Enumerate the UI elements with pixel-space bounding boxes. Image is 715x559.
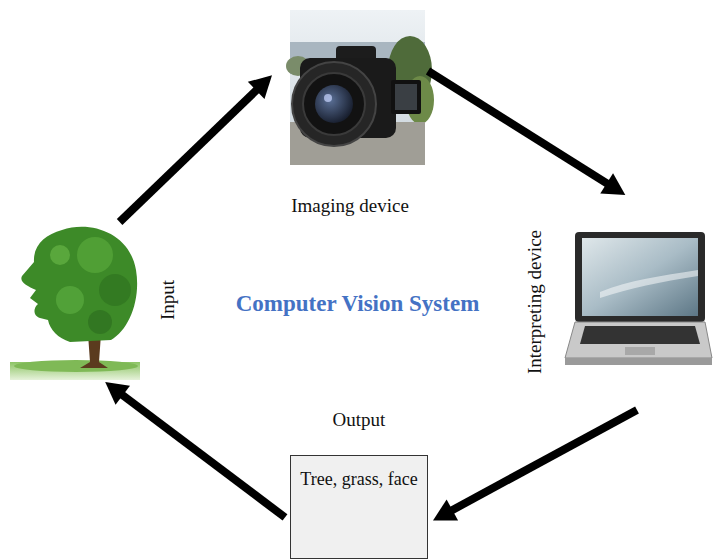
camera-photo-part xyxy=(315,85,353,123)
arrow-shaft xyxy=(120,88,259,222)
laptop-picture-part xyxy=(580,326,700,344)
node-label: Input xyxy=(157,280,180,320)
tree-head-picture-part xyxy=(56,286,84,314)
laptop-picture-part xyxy=(600,270,698,298)
tree-head-picture-part xyxy=(14,360,138,372)
laptop-picture-part xyxy=(565,358,712,365)
arrow-head xyxy=(105,382,130,405)
camera-photo-part xyxy=(290,10,425,165)
laptop-picture-part xyxy=(625,347,655,355)
arrow-shaft xyxy=(449,410,637,512)
flow-arrow xyxy=(120,75,272,222)
tree-head-picture-part xyxy=(88,310,112,334)
flow-arrow xyxy=(433,410,637,521)
interpreting-node: Interpreting device xyxy=(520,195,715,410)
laptop-picture-part xyxy=(582,238,698,316)
camera-photo-part xyxy=(303,73,365,135)
output-text: Tree, grass, face xyxy=(291,456,427,504)
arrow-shaft xyxy=(428,71,610,185)
tree-head-picture-part xyxy=(21,227,137,342)
tree-head-picture-part xyxy=(77,237,113,273)
flow-arrow xyxy=(428,71,625,195)
node-label: Imaging device xyxy=(272,195,428,218)
node-label: Interpreting device xyxy=(524,230,547,374)
tree-head-picture xyxy=(10,227,140,380)
laptop-picture-part xyxy=(575,232,705,322)
tree-head-picture-part xyxy=(99,274,131,306)
output-box: Tree, grass, face xyxy=(290,455,428,559)
arrow-head xyxy=(433,499,458,520)
camera-photo xyxy=(286,10,434,165)
camera-photo-part xyxy=(292,62,376,146)
arrow-shaft xyxy=(120,393,285,518)
arrow-head xyxy=(248,75,272,99)
camera-photo-part xyxy=(395,84,417,110)
diagram-title: Computer Vision System xyxy=(190,291,525,317)
node-label: Output xyxy=(285,409,433,432)
laptop-picture-part xyxy=(565,322,712,358)
imaging-node: Imaging device xyxy=(272,8,428,218)
input-node: Input xyxy=(8,222,188,382)
output-node: OutputTree, grass, face xyxy=(285,405,433,559)
laptop-picture xyxy=(565,232,712,365)
flow-arrow xyxy=(105,382,285,517)
camera-photo-part xyxy=(391,80,421,114)
arrow-head xyxy=(600,173,625,195)
camera-photo-part xyxy=(324,94,332,102)
tree-head-picture-part xyxy=(50,245,70,265)
